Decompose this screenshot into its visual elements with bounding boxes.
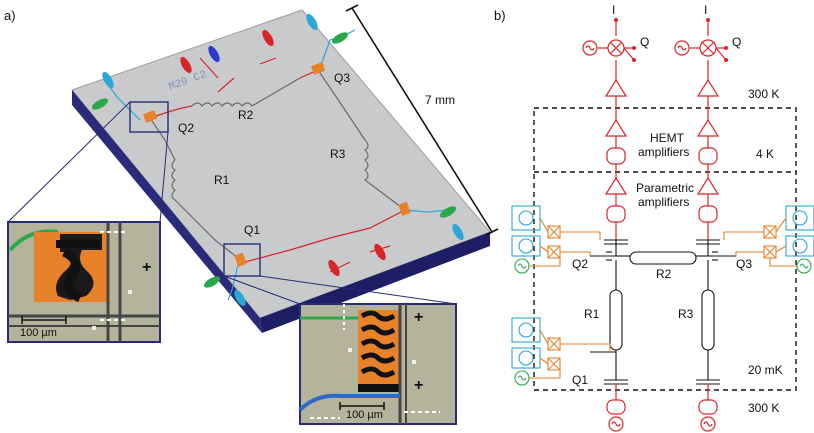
readout-chain-right (674, 20, 727, 240)
iq-label-i-left: I (612, 3, 615, 17)
chip-label-q3: Q3 (334, 71, 350, 85)
temp-300k-top: 300 K (748, 87, 779, 101)
hemt-label-2: amplifiers (638, 145, 689, 159)
chip-label-q1: Q1 (244, 223, 260, 237)
chip-qubit-extra (398, 201, 411, 217)
zoom-box-q1 (223, 243, 261, 277)
zoom-line (259, 275, 457, 305)
temp-300k-bottom: 300 K (748, 401, 779, 415)
panel-b-label: b) (494, 8, 506, 23)
label-r2: R2 (656, 267, 672, 281)
chip-qubit-q2 (142, 110, 158, 123)
chip-size-bracket (345, 4, 499, 236)
qubit-control-q1 (511, 317, 611, 386)
iq-label-i-right: I (704, 3, 707, 17)
input-chain-bottom (606, 384, 718, 432)
inset-left-scale: 100 µm (20, 327, 57, 339)
zoom-line (223, 275, 301, 305)
temp-20mk: 20 mK (748, 363, 783, 377)
qubit-control-q3 (723, 205, 814, 274)
zoom-line (159, 131, 169, 223)
chip-circuit (105, 29, 449, 301)
qubit-control-q2 (511, 205, 601, 274)
label-q3: Q3 (736, 257, 752, 271)
chip-label-r3: R3 (330, 147, 346, 161)
param-label-2: amplifiers (638, 195, 689, 209)
hemt-label-1: HEMT (650, 131, 685, 145)
chip-qubit-q3 (310, 62, 326, 75)
panel-a-label: a) (4, 8, 16, 23)
zoom-line (7, 101, 131, 223)
svg-text:+: + (414, 309, 423, 326)
chip-label-r1: R1 (214, 173, 230, 187)
inset-right: + + (298, 303, 457, 425)
iq-label-q-left: Q (640, 35, 649, 49)
bond-pads (91, 13, 464, 307)
stage-4k-box (533, 107, 797, 391)
readout-chain-left (582, 20, 635, 240)
circuit-core (590, 239, 736, 385)
chip-size-label: 7 mm (425, 93, 455, 107)
svg-text:+: + (414, 377, 423, 394)
label-r1: R1 (584, 307, 600, 321)
param-label-1: Parametric (636, 181, 694, 195)
label-q2: Q2 (572, 257, 588, 271)
iq-label-q-right: Q (732, 35, 741, 49)
label-r3: R3 (678, 307, 694, 321)
label-q1: Q1 (572, 373, 588, 387)
zoom-box-q2 (129, 101, 169, 133)
chip-qubit-q1 (234, 252, 247, 268)
iq-dots-right (706, 18, 728, 62)
inset-right-scale: 100 µm (346, 409, 383, 421)
temp-4k: 4 K (756, 147, 774, 161)
iq-dots-left (614, 18, 636, 62)
svg-text:+: + (142, 259, 151, 276)
chip-label-q2: Q2 (178, 121, 194, 135)
chip-label-r2: R2 (238, 108, 254, 122)
inset-left: + (7, 221, 161, 343)
